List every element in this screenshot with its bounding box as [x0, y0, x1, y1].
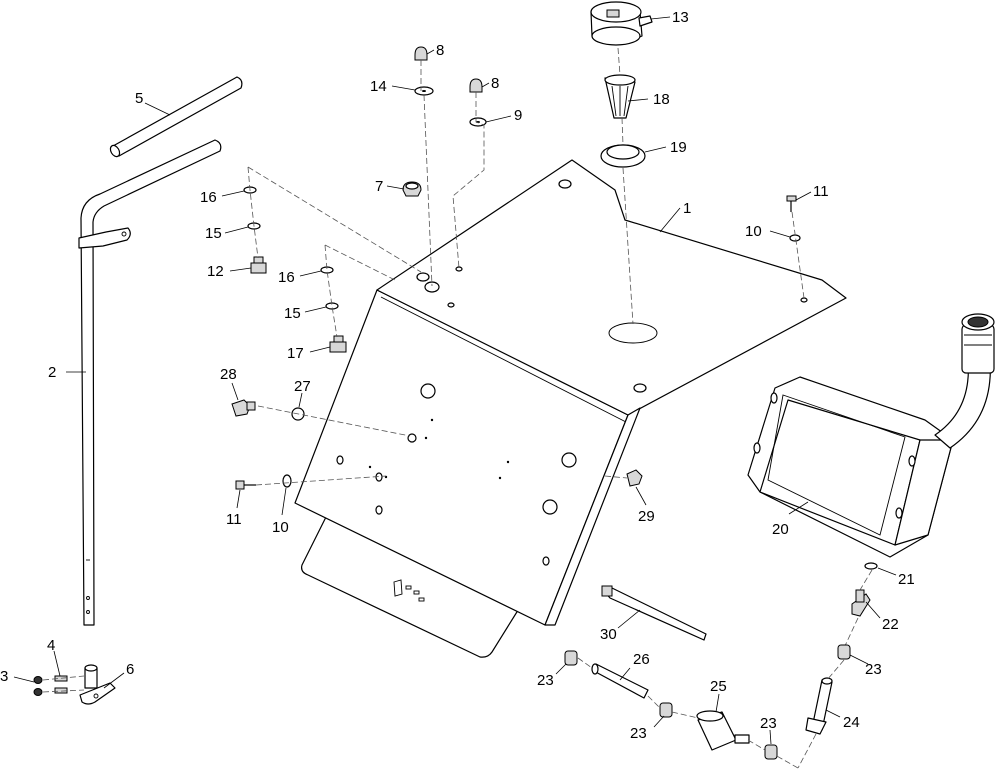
callout-16-lower: 16 — [278, 269, 295, 286]
main-panel — [294, 159, 847, 658]
callout-6: 6 — [126, 661, 134, 678]
callout-1: 1 — [683, 200, 691, 217]
callout-5: 5 — [135, 90, 143, 107]
callout-15-lower: 15 — [284, 305, 301, 322]
callout-30: 30 — [600, 626, 617, 643]
callout-3: 3 — [0, 668, 8, 685]
callout-19: 19 — [670, 139, 687, 156]
callout-14: 14 — [370, 78, 387, 95]
callout-27: 27 — [294, 378, 311, 395]
callout-10-left: 10 — [272, 519, 289, 536]
callout-8-upper: 8 — [436, 42, 444, 59]
callout-29: 29 — [638, 508, 655, 525]
callout-16-upper: 16 — [200, 189, 217, 206]
callout-23-right: 23 — [865, 661, 882, 678]
callout-24: 24 — [843, 714, 860, 731]
callout-13: 13 — [672, 9, 689, 26]
callout-11-left: 11 — [226, 511, 242, 528]
callout-21: 21 — [898, 571, 915, 588]
handle-rod-assembly — [33, 76, 243, 705]
face-fasteners — [231, 399, 643, 490]
callout-23-bottom: 23 — [760, 715, 777, 732]
callout-22: 22 — [882, 616, 899, 633]
callout-15-upper: 15 — [205, 225, 222, 242]
callout-23-left: 23 — [537, 672, 554, 689]
leader-lines — [13, 16, 897, 745]
callout-12: 12 — [207, 263, 224, 280]
fuel-cap-assembly — [590, 1, 653, 325]
callout-2: 2 — [48, 364, 56, 381]
callout-11-right: 11 — [813, 183, 829, 200]
top-fasteners — [243, 46, 805, 353]
callout-28: 28 — [220, 366, 237, 383]
callout-26: 26 — [633, 651, 650, 668]
fuel-line-components — [564, 562, 878, 769]
callout-7: 7 — [375, 178, 383, 195]
callout-20: 20 — [772, 521, 789, 538]
callout-8-lower: 8 — [491, 75, 499, 92]
callout-10-right: 10 — [745, 223, 762, 240]
callout-labels: 1 2 3 4 5 6 7 8 8 9 10 10 11 11 12 13 14… — [0, 9, 915, 742]
callout-9: 9 — [514, 107, 522, 124]
callout-23-middle: 23 — [630, 725, 647, 742]
callout-25: 25 — [710, 678, 727, 695]
callout-17: 17 — [287, 345, 304, 362]
callout-4: 4 — [47, 637, 55, 654]
callout-18: 18 — [653, 91, 670, 108]
fuel-tank — [747, 313, 995, 558]
